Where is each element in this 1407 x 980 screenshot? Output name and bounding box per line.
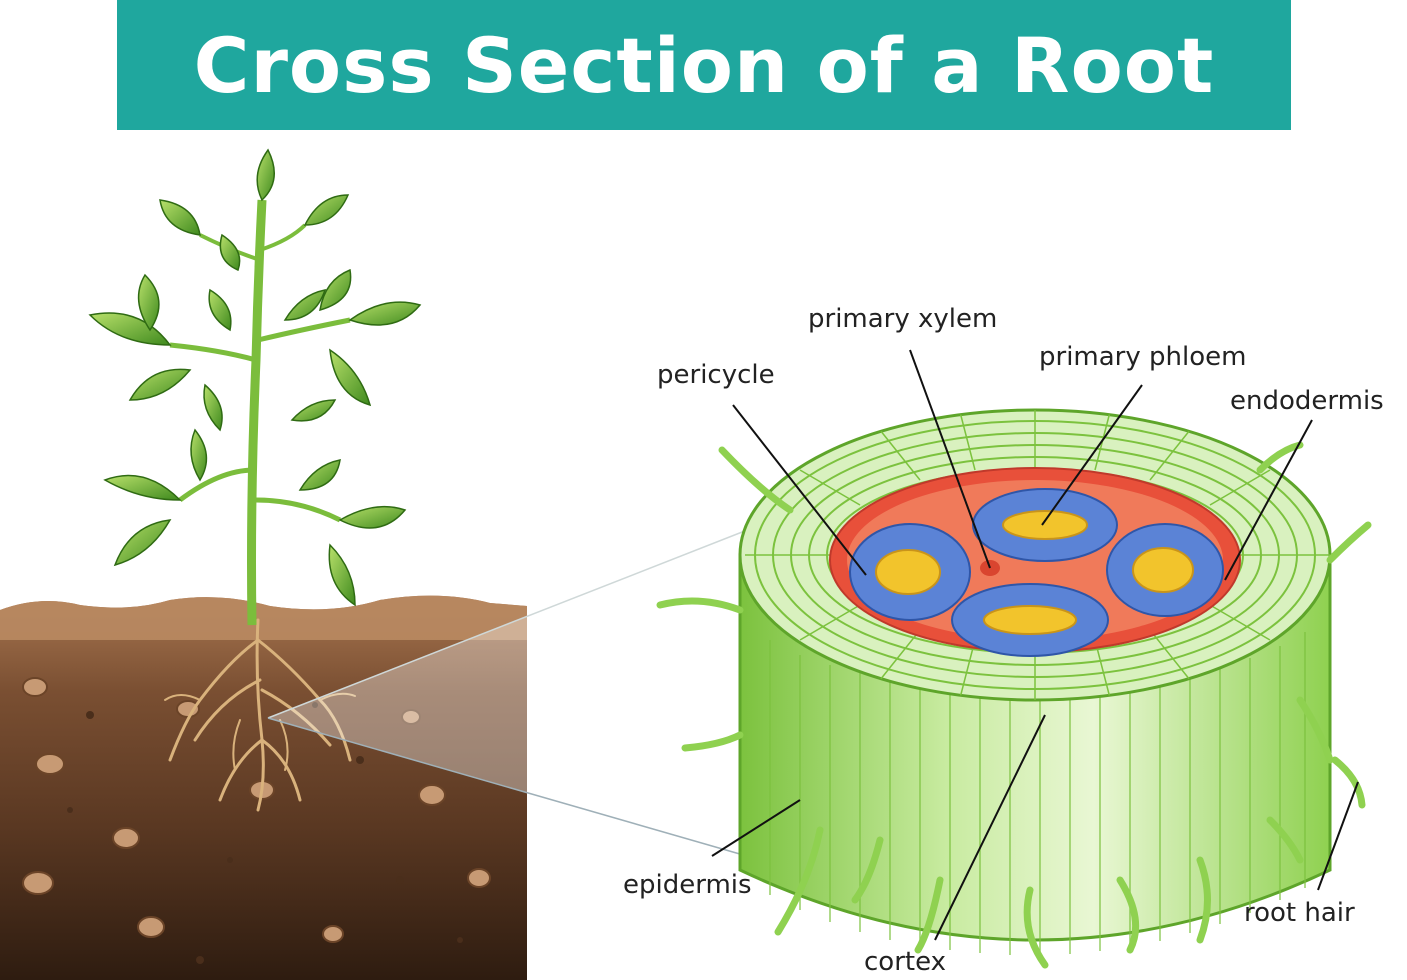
label-epidermis: epidermis	[623, 870, 752, 900]
magnify-cone	[267, 524, 831, 881]
title-banner: Cross Section of a Root	[117, 0, 1291, 130]
cortex-leader	[934, 714, 1046, 941]
label-pericycle: pericycle	[657, 360, 775, 390]
page-title: Cross Section of a Root	[193, 20, 1215, 110]
pericycle-leader	[732, 404, 867, 576]
primary-phloem-leader	[1041, 384, 1143, 526]
plant-roots	[164, 618, 356, 812]
label-cortex: cortex	[864, 947, 946, 977]
xylem-patches	[875, 510, 1194, 635]
root-hairs	[656, 441, 1372, 969]
label-root-hair: root hair	[1244, 898, 1355, 928]
endodermis-leader	[1224, 419, 1313, 581]
plant-shoot	[88, 148, 422, 626]
leader-lines	[711, 349, 1359, 941]
label-primary-phloem: primary phloem	[1039, 342, 1246, 372]
root-hair-leader	[1317, 781, 1359, 891]
primary-xylem-leader	[909, 349, 991, 569]
label-primary-xylem: primary xylem	[808, 304, 997, 334]
root-cylinder	[738, 408, 1332, 955]
label-endodermis: endodermis	[1230, 386, 1384, 416]
epidermis-leader	[711, 799, 801, 857]
